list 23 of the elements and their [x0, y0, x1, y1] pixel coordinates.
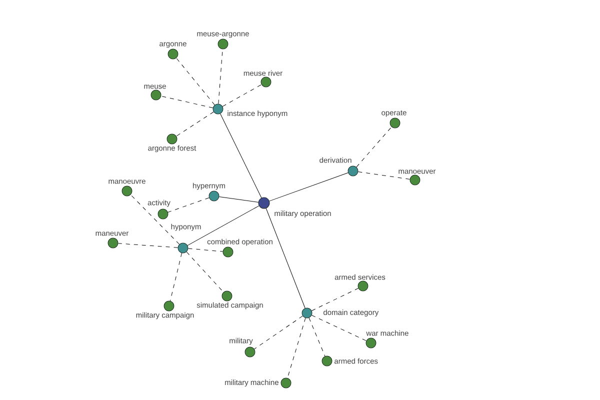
- connector: [287, 318, 306, 378]
- connector: [308, 318, 326, 356]
- connector: [160, 96, 214, 108]
- connector: [254, 316, 303, 350]
- connector: [358, 172, 410, 180]
- connector: [218, 49, 223, 104]
- connector: [218, 196, 259, 202]
- connector: [130, 194, 180, 244]
- connector: [269, 172, 348, 202]
- connector: [168, 198, 210, 212]
- connector: [187, 206, 260, 246]
- connector: [312, 314, 366, 342]
- connector: [266, 208, 306, 308]
- connector: [176, 112, 214, 136]
- connector: [170, 252, 182, 302]
- connector: [188, 248, 224, 252]
- connector: [356, 126, 392, 168]
- connector: [222, 84, 262, 107]
- connector: [186, 252, 224, 292]
- connector: [176, 58, 215, 106]
- connector: [118, 243, 178, 248]
- connector: [220, 113, 262, 198]
- connector: [311, 288, 359, 311]
